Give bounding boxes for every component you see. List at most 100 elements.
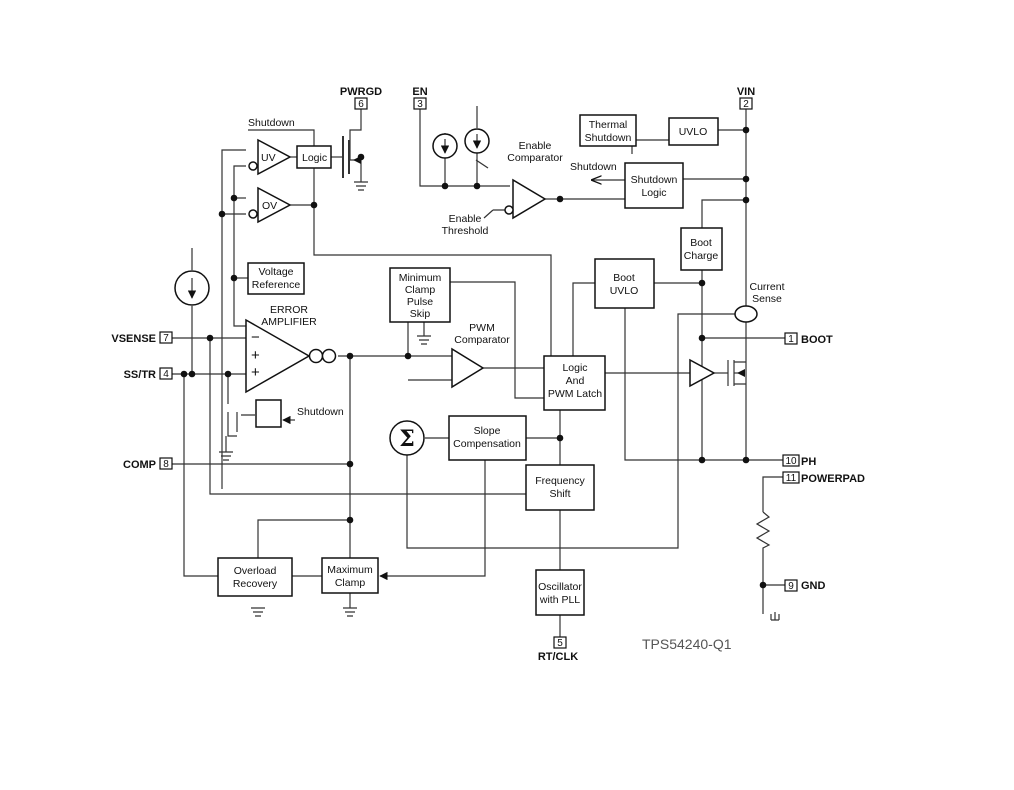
part-number-label: TPS54240-Q1 (642, 636, 732, 652)
error-amplifier-label-1: ERROR (270, 304, 308, 316)
pin-rtclk-name: RT/CLK (538, 651, 578, 663)
enable-threshold-label-2: Threshold (442, 225, 489, 237)
pin-ph-number: 10 (785, 456, 797, 467)
amp-minus-sign: − (251, 329, 260, 346)
minimum-clamp-label-2: Clamp (405, 284, 436, 296)
uvlo-block (668, 117, 719, 146)
shutdown-logic-label-2: Logic (641, 187, 666, 199)
pin-vsense: 7 VSENSE (111, 331, 173, 345)
maximum-clamp-label-1: Maximum (327, 564, 373, 576)
enable-comparator-bubble (504, 205, 514, 215)
ov-comparator-label: OV (262, 200, 277, 212)
pin-ph-name: PH (801, 456, 816, 468)
minimum-clamp-block (389, 267, 451, 323)
minimum-clamp-label-3: Pulse (407, 296, 433, 308)
pin-pwrgd-number: 6 (358, 99, 364, 110)
uvlo-label: UVLO (679, 126, 708, 138)
transconductance-circle-1 (308, 348, 324, 364)
ov-comparator-bubble (248, 209, 258, 219)
pin-vsense-name: VSENSE (111, 333, 156, 345)
pwm-comparator (451, 347, 485, 389)
overload-recovery-label-1: Overload (234, 565, 277, 577)
shutdown-logic-output-label: Shutdown (570, 161, 617, 173)
power-good-logic-label: Logic (302, 152, 327, 164)
amp-plus-sign-2: + (251, 364, 260, 381)
pin-en-name: EN (412, 86, 427, 98)
pwm-comparator-label-2: Comparator (454, 334, 510, 346)
boot-charge-label-1: Boot (690, 237, 712, 249)
pwm-latch-label-1: Logic (562, 362, 587, 374)
shutdown-logic-label-1: Shutdown (631, 174, 678, 186)
overload-recovery-label-2: Recovery (233, 578, 278, 590)
pwm-latch-block (543, 355, 606, 411)
thermal-shutdown-label-1: Thermal (589, 119, 628, 131)
gate-driver (689, 358, 716, 388)
pin-pwrgd-name: PWRGD (340, 86, 382, 98)
oscillator-block (535, 569, 585, 616)
frequency-shift-block (525, 464, 595, 511)
uv-comparator (257, 138, 292, 176)
voltage-reference-block (247, 262, 305, 295)
pin-gnd-number: 9 (788, 581, 794, 592)
maximum-clamp-block (321, 557, 379, 594)
thermal-shutdown-block (579, 114, 637, 147)
enable-comparator-label-2: Comparator (507, 152, 563, 164)
pin-sstr-name: SS/TR (124, 369, 156, 381)
error-amplifier (245, 318, 311, 394)
enable-comparator (512, 178, 547, 220)
pin-boot: 1 BOOT (784, 332, 833, 346)
pin-pwrgd: 6 PWRGD (340, 86, 382, 110)
oscillator-label-1: Oscillator (538, 581, 582, 593)
pin-gnd-name: GND (801, 580, 826, 592)
voltage-reference-label-2: Reference (252, 279, 301, 291)
pwrgd-fet (342, 136, 350, 178)
pin-sstr-number: 4 (163, 369, 169, 380)
shutdown-ss-label: Shutdown (297, 406, 344, 418)
pin-gnd: 9 GND (784, 579, 826, 592)
pin-comp-name: COMP (123, 459, 156, 471)
summing-node-sigma: Σ (399, 426, 415, 452)
pwm-comparator-label-1: PWM (469, 322, 495, 334)
pin-vsense-number: 7 (163, 333, 169, 344)
current-sense-element (734, 305, 758, 323)
pin-en: 3 EN (412, 86, 427, 110)
pin-powerpad-name: POWERPAD (801, 473, 865, 485)
boot-uvlo-label-2: UVLO (610, 285, 639, 297)
enable-comparator-label-1: Enable (519, 140, 552, 152)
pin-powerpad: 11 POWERPAD (782, 471, 865, 485)
pin-ph: 10 PH (782, 454, 816, 468)
maximum-clamp-label-2: Clamp (335, 577, 366, 589)
slope-compensation-block (448, 415, 527, 461)
shutdown-top-label: Shutdown (248, 117, 295, 129)
thermal-shutdown-label-2: Shutdown (585, 132, 632, 144)
pin-boot-number: 1 (788, 334, 794, 345)
junction-dots (180, 126, 767, 589)
pin-comp-number: 8 (163, 459, 169, 470)
pin-vin: 2 VIN (737, 86, 755, 110)
slope-compensation-label-2: Compensation (453, 438, 521, 450)
uv-comparator-bubble (248, 161, 258, 171)
pin-vin-number: 2 (743, 99, 749, 110)
uv-comparator-label: UV (261, 152, 276, 164)
transconductance-circle-2 (321, 348, 337, 364)
frequency-shift-label-2: Shift (549, 488, 570, 500)
current-sense-label-2: Sense (752, 293, 782, 305)
pwrgd-fet-arrow (353, 156, 361, 164)
pin-boot-name: BOOT (801, 334, 833, 346)
pin-en-number: 3 (417, 99, 423, 110)
boot-uvlo-block (594, 258, 655, 309)
minimum-clamp-label-1: Minimum (399, 272, 442, 284)
summing-node (389, 420, 425, 456)
enable-threshold-label-1: Enable (449, 213, 482, 225)
pin-powerpad-number: 11 (786, 473, 797, 484)
boot-charge-block (680, 227, 723, 271)
frequency-shift-label-1: Frequency (535, 475, 585, 487)
pin-sstr: 4 SS/TR (124, 367, 173, 381)
pin-comp: 8 COMP (123, 457, 173, 471)
ss-discharge-block (255, 399, 282, 428)
oscillator-label-2: with PLL (539, 594, 580, 606)
ov-comparator (257, 186, 292, 224)
pin-rtclk: 5 RT/CLK (538, 636, 578, 663)
power-fet-arrow (737, 369, 745, 377)
